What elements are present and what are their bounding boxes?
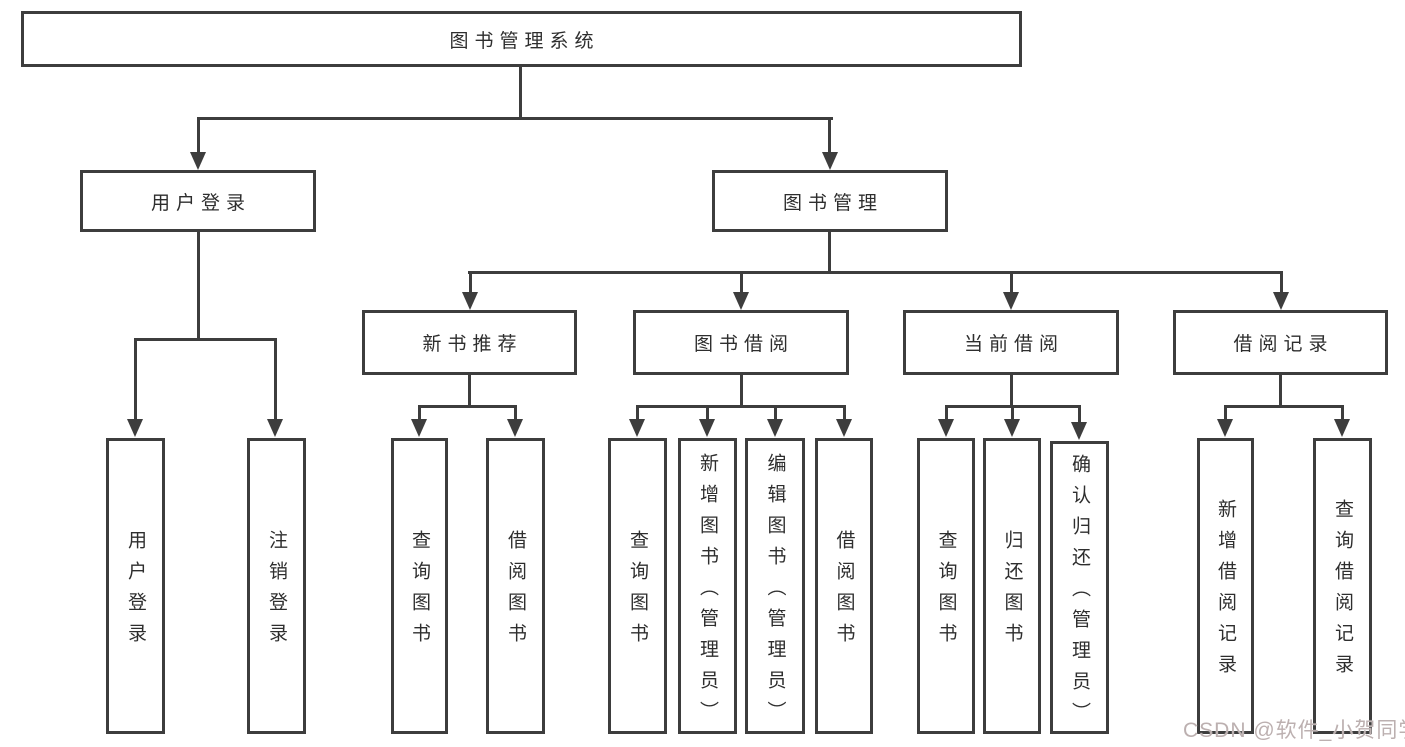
connector-arrow-line-borrow-records (1280, 271, 1283, 294)
leaf-label: 查询借阅记录 (1332, 499, 1353, 685)
connector-arrow-line-new-book (469, 271, 472, 294)
leaf-confirm-return-admin: 确认归还（管理员） (1050, 441, 1109, 734)
leaf-borrow-books: 借阅图书 (815, 438, 873, 734)
leaf-label: 编辑图书（管理员） (764, 452, 786, 732)
connector-new-book-stem (468, 375, 471, 405)
arrow-down-icon (1003, 292, 1019, 310)
arrow-down-icon (411, 419, 427, 437)
connector-level2-bar (468, 271, 1282, 274)
node-borrow-records-label: 借阅记录 (1233, 334, 1334, 355)
arrow-down-icon (699, 419, 715, 437)
connector-arrow-line-leaf-logout (274, 338, 277, 419)
leaf-edit-books-admin: 编辑图书（管理员） (745, 438, 805, 734)
arrow-down-icon (462, 292, 478, 310)
connector-user-login-stem (197, 232, 200, 338)
connector-arrow-line (706, 405, 709, 421)
connector-new-book-bar (418, 405, 517, 408)
leaf-add-borrow-record: 新增借阅记录 (1197, 438, 1254, 734)
arrow-down-icon (1217, 419, 1233, 437)
connector-arrow-line-current-borrow (1010, 271, 1013, 294)
leaf-logout: 注销登录 (247, 438, 306, 734)
connector-borrow-records-stem (1279, 375, 1282, 405)
leaf-query-books-recommend: 查询图书 (391, 438, 448, 734)
leaf-label: 借阅图书 (505, 530, 526, 654)
leaf-query-books-current: 查询图书 (917, 438, 975, 734)
leaf-label: 查询图书 (409, 530, 430, 654)
leaf-label: 查询图书 (627, 530, 648, 654)
connector-arrow-line (514, 405, 517, 421)
node-user-login-label: 用户登录 (150, 192, 251, 214)
arrow-down-icon (1273, 292, 1289, 310)
node-current-borrow-label: 当前借阅 (963, 334, 1064, 355)
connector-arrow-line (636, 405, 639, 421)
connector-arrow-line-book-management (828, 117, 831, 154)
connector-book-borrow-bar (636, 405, 845, 408)
connector-arrow-line-leaf-login (134, 338, 137, 419)
connector-current-borrow-stem (1010, 375, 1013, 405)
connector-arrow-line-user-login (197, 117, 200, 154)
connector-arrow-line (1341, 405, 1344, 421)
node-root-label: 图书管理系统 (449, 30, 600, 52)
leaf-user-login: 用户登录 (106, 438, 165, 734)
connector-arrow-line (418, 405, 421, 421)
connector-root-stem (519, 67, 522, 117)
connector-book-borrow-stem (740, 375, 743, 405)
leaf-label: 确认归还（管理员） (1069, 454, 1090, 733)
arrow-down-icon (938, 419, 954, 437)
connector-arrow-line (774, 405, 777, 421)
arrow-down-icon (190, 152, 206, 170)
node-book-management-label: 图书管理 (782, 192, 883, 214)
node-borrow-records: 借阅记录 (1173, 310, 1388, 375)
connector-arrow-line (1224, 405, 1227, 421)
arrow-down-icon (822, 152, 838, 170)
arrow-down-icon (836, 419, 852, 437)
leaf-borrow-books-recommend: 借阅图书 (486, 438, 545, 734)
leaf-return-books: 归还图书 (983, 438, 1041, 734)
leaf-label: 新增借阅记录 (1215, 499, 1236, 685)
node-book-borrow-label: 图书借阅 (693, 334, 794, 355)
watermark: CSDN @软件_小贺同学 (1183, 719, 1405, 742)
connector-borrow-records-bar (1224, 405, 1343, 408)
arrow-down-icon (767, 419, 783, 437)
arrow-down-icon (1004, 419, 1020, 437)
connector-book-management-stem (828, 232, 831, 271)
leaf-logout-label: 注销登录 (266, 530, 287, 654)
node-new-book-recommend: 新书推荐 (362, 310, 577, 375)
connector-user-login-bar (134, 338, 277, 341)
node-book-management: 图书管理 (712, 170, 948, 232)
connector-arrow-line (1011, 405, 1014, 421)
arrow-down-icon (733, 292, 749, 310)
arrow-down-icon (1334, 419, 1350, 437)
leaf-user-login-label: 用户登录 (125, 530, 146, 654)
node-book-borrow: 图书借阅 (633, 310, 849, 375)
connector-level1-bar (197, 117, 833, 120)
connector-arrow-line (945, 405, 948, 421)
connector-arrow-line (1078, 405, 1081, 423)
arrow-down-icon (507, 419, 523, 437)
node-current-borrow: 当前借阅 (903, 310, 1119, 375)
connector-arrow-line-book-borrow (740, 271, 743, 294)
leaf-query-borrow-record: 查询借阅记录 (1313, 438, 1372, 734)
leaf-query-books-borrow: 查询图书 (608, 438, 667, 734)
arrow-down-icon (629, 419, 645, 437)
leaf-label: 借阅图书 (833, 530, 855, 654)
arrow-down-icon (267, 419, 283, 437)
arrow-down-icon (1071, 422, 1087, 440)
leaf-label: 新增图书（管理员） (697, 452, 718, 732)
connector-arrow-line (843, 405, 846, 421)
leaf-label: 查询图书 (935, 530, 957, 654)
node-user-login: 用户登录 (80, 170, 316, 232)
arrow-down-icon (127, 419, 143, 437)
node-root: 图书管理系统 (21, 11, 1022, 67)
leaf-add-books-admin: 新增图书（管理员） (678, 438, 737, 734)
node-new-book-recommend-label: 新书推荐 (422, 334, 523, 355)
leaf-label: 归还图书 (1001, 530, 1023, 654)
